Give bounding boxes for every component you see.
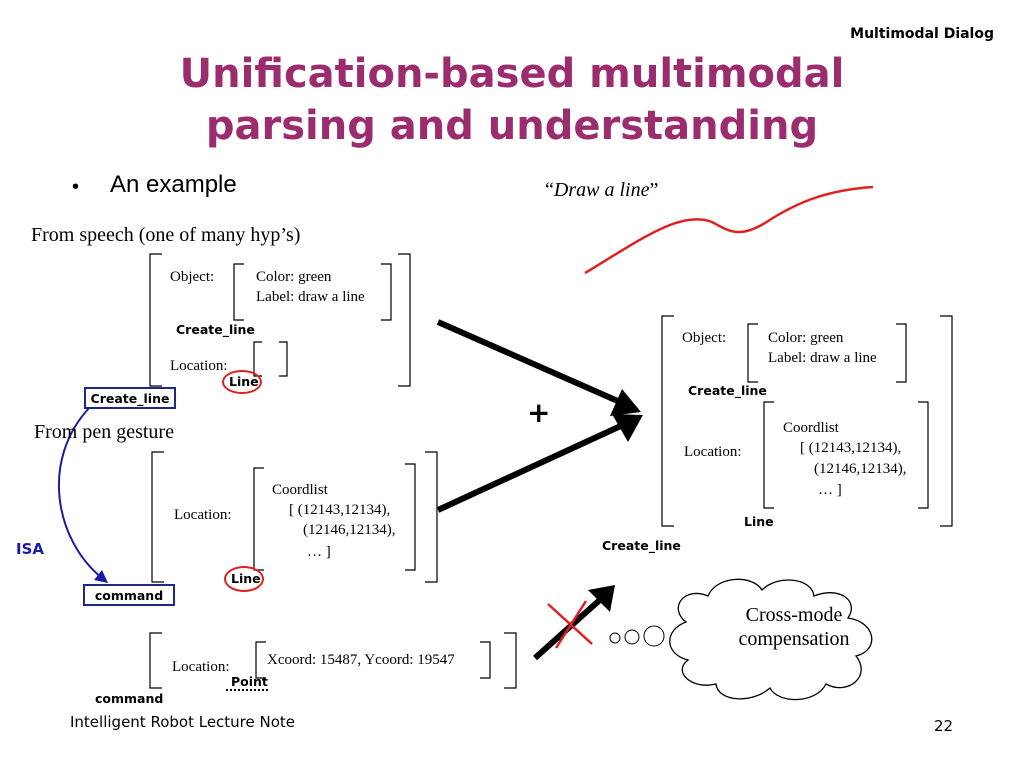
- pen-location-label: Location:: [174, 507, 232, 523]
- result-object-left-bracket: [747, 323, 758, 383]
- pen-heading: From pen gesture: [34, 421, 174, 443]
- speech-label: Label: draw a line: [256, 289, 365, 305]
- pen-coord-left-bracket: [253, 467, 264, 571]
- pen-coord-1: [ (12143,12134),: [289, 502, 391, 518]
- section-header: Multimodal Dialog: [850, 26, 994, 42]
- speech-line-ring: [222, 370, 262, 394]
- speech-arrow-head: [610, 389, 641, 416]
- result-coord-1: [ (12143,12134),: [800, 440, 902, 456]
- pen-outer-left-bracket: [151, 451, 164, 583]
- plus-sign: +: [527, 396, 551, 429]
- isa-label: ISA: [16, 540, 44, 558]
- thought-dot-small: [609, 632, 621, 644]
- pen-to-result-arrow: [436, 421, 627, 513]
- title-line-1: Unification-based multimodal: [179, 51, 845, 97]
- isa-arrow-head: [94, 570, 108, 583]
- speech-location-left-bracket: [253, 341, 262, 377]
- speech-outer-left-bracket: [149, 253, 162, 387]
- pen-coord-right-bracket: [405, 463, 416, 571]
- title-line-2: parsing and understanding: [205, 103, 819, 149]
- result-color: Color: green: [768, 330, 844, 346]
- command-type-box: command: [83, 584, 175, 606]
- utterance-text: Draw a line: [553, 179, 650, 201]
- speech-utterance: “Draw a line”: [545, 179, 658, 202]
- page-title: Unification-based multimodal parsing and…: [0, 48, 1024, 152]
- quote-close-mark: ”: [649, 179, 659, 201]
- bullet-marker: •: [72, 176, 80, 198]
- quote-open: “: [545, 179, 554, 201]
- speech-color: Color: green: [256, 269, 332, 285]
- pen-arrow-head: [612, 414, 643, 442]
- pen-coord-2: (12146,12134),: [303, 522, 396, 538]
- thought-dot-large: [643, 625, 665, 647]
- speech-object-label: Object:: [170, 269, 215, 285]
- bullet-text: An example: [110, 171, 237, 198]
- result-location-label: Location:: [684, 444, 742, 460]
- result-coord-3: … ]: [818, 482, 842, 498]
- point-outer-left-bracket: [149, 632, 162, 689]
- result-coord-left-bracket: [763, 401, 774, 509]
- result-coord-right-bracket: [918, 401, 929, 509]
- thought-dot-medium: [624, 629, 640, 645]
- point-location-type: Point: [231, 674, 268, 689]
- create-line-type-box: Create_line: [84, 387, 176, 409]
- result-outer-right-bracket: [940, 315, 953, 527]
- result-location-type: Line: [744, 514, 774, 529]
- speech-location-type: Line: [229, 374, 259, 389]
- speech-object-right-bracket: [381, 263, 392, 321]
- footer-course: Intelligent Robot Lecture Note: [70, 713, 296, 731]
- cloud-line-1: Cross-mode: [745, 604, 843, 626]
- result-type-tag: Create_line: [688, 383, 767, 398]
- point-location-label: Location:: [172, 659, 230, 675]
- cloud-text: Cross-mode compensation: [694, 603, 894, 651]
- reject-cross-2: [554, 600, 588, 649]
- speech-outer-right-bracket: [398, 253, 411, 387]
- speech-to-result-arrow: [436, 319, 622, 405]
- speech-type-tag: Create_line: [176, 322, 255, 337]
- result-outer-tag: Create_line: [602, 538, 681, 553]
- point-inner-right-bracket: [480, 641, 491, 679]
- cloud-line-2: compensation: [738, 628, 850, 650]
- cloud-shape: [669, 578, 873, 701]
- isa-arrow: [58, 406, 103, 579]
- pen-outer-right-bracket: [425, 451, 438, 583]
- speech-location-label: Location:: [170, 358, 228, 374]
- pen-coordlist-label: Coordlist: [272, 482, 328, 498]
- result-outer-left-bracket: [661, 315, 674, 527]
- pen-line-ring: [224, 566, 264, 592]
- point-arrow-head: [588, 585, 615, 612]
- pen-coord-3: … ]: [307, 544, 331, 560]
- speech-object-left-bracket: [233, 263, 244, 321]
- page-number: 22: [934, 717, 954, 735]
- pen-location-type: Line: [231, 571, 261, 586]
- point-coords: Xcoord: 15487, Ycoord: 19547: [267, 652, 455, 668]
- result-object-right-bracket: [896, 323, 907, 383]
- point-command-tag: command: [95, 691, 164, 706]
- result-object-label: Object:: [682, 330, 727, 346]
- result-coordlist-label: Coordlist: [783, 420, 839, 436]
- gesture-line: [584, 185, 874, 275]
- point-inner-left-bracket: [255, 641, 266, 679]
- result-label: Label: draw a line: [768, 350, 877, 366]
- point-outer-right-bracket: [504, 632, 517, 689]
- result-coord-2: (12146,12134),: [814, 461, 907, 477]
- speech-heading: From speech (one of many hyp’s): [31, 224, 301, 246]
- speech-location-right-bracket: [279, 341, 288, 377]
